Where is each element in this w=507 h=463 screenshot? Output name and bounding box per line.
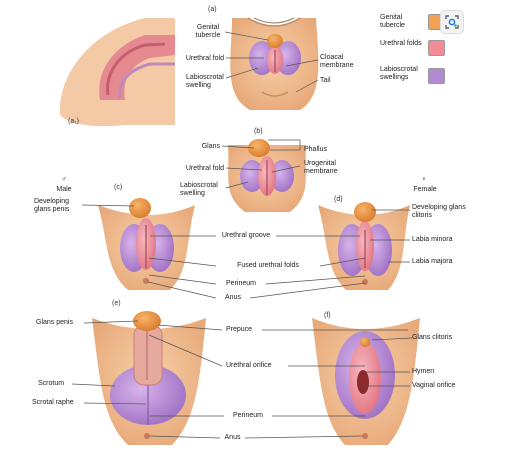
panel-label-d: (d)	[334, 196, 343, 203]
label-labioscrotal-swelling-a: Labioscrotal swelling	[186, 74, 224, 89]
legend-swatch-urethral-folds	[428, 40, 445, 56]
label-labia-majora: Labia majora	[412, 258, 453, 265]
panel-label-f: (f)	[324, 312, 331, 319]
lens-glyph-icon	[445, 15, 459, 29]
label-anus-2: Anus	[224, 434, 241, 441]
label-developing-glans-clitoris: Developing glans clitoris	[412, 204, 466, 219]
panel-c-male	[98, 198, 195, 290]
label-developing-glans-penis: Developing glans penis	[34, 198, 70, 213]
label-urethral-orifice: Urethral orifice	[226, 362, 272, 369]
label-urethral-groove: Urethral groove	[221, 232, 271, 239]
label-perineum-2: Perineum	[233, 412, 263, 419]
label-urethral-fold-a: Urethral fold	[185, 55, 224, 62]
panel-f-female	[312, 318, 420, 445]
label-genital-tubercle: Genital tubercle	[195, 24, 221, 39]
label-tail: Tail	[320, 77, 331, 84]
label-vaginal-orifice: Vaginal orifice	[412, 382, 456, 389]
legend-label-urethral-folds: Urethral folds	[380, 40, 422, 47]
lens-search-icon[interactable]	[440, 10, 464, 34]
label-urogenital-membrane: Urogenital membrane	[304, 160, 338, 175]
label-glans-clitoris: Glans clitoris	[412, 334, 453, 341]
panel-b	[228, 139, 306, 212]
female-symbol: ♀	[421, 176, 427, 183]
female-heading: Female	[413, 186, 437, 193]
label-labioscrotal-swelling-b: Labioscrotal swelling	[180, 182, 218, 197]
panel-label-c: (c)	[114, 184, 123, 191]
label-phallus: Phallus	[304, 146, 327, 153]
panel-d-female	[318, 202, 410, 290]
label-perineum-1: Perineum	[226, 280, 256, 287]
legend-swatch-labioscrotal-swellings	[428, 68, 445, 84]
label-urethral-fold-b: Urethral fold	[185, 165, 224, 172]
panel-label-e: (e)	[112, 300, 121, 307]
label-scrotum: Scrotum	[38, 380, 65, 387]
male-symbol: ♂	[61, 176, 67, 183]
panel-e-male	[92, 311, 206, 445]
label-scrotal-raphe: Scrotal raphe	[32, 399, 74, 406]
label-anus-1: Anus	[225, 294, 241, 301]
panel-a1-sideview	[59, 18, 175, 127]
label-glans-penis: Glans penis	[36, 319, 73, 326]
male-heading: Male	[56, 186, 72, 193]
label-labia-minora: Labia minora	[412, 236, 453, 243]
label-hymen: Hymen	[412, 368, 435, 375]
label-fused-urethral-folds: Fused urethral folds	[237, 262, 299, 269]
panel-label-a1: (a₁)	[68, 118, 79, 125]
panel-a-indifferent	[230, 17, 319, 110]
legend-label-genital-tubercle: Genital tubercle	[380, 14, 405, 29]
label-prepuce: Prepuce	[226, 326, 253, 333]
label-glans: Glans	[201, 143, 220, 150]
leader-lines	[71, 31, 413, 439]
legend-label-labioscrotal-swellings: Labioscrotal swellings	[380, 66, 418, 81]
panel-label-b: (b)	[254, 128, 263, 135]
label-cloacal-membrane: Cloacal membrane	[320, 54, 354, 69]
panel-label-a: (a)	[208, 6, 217, 13]
